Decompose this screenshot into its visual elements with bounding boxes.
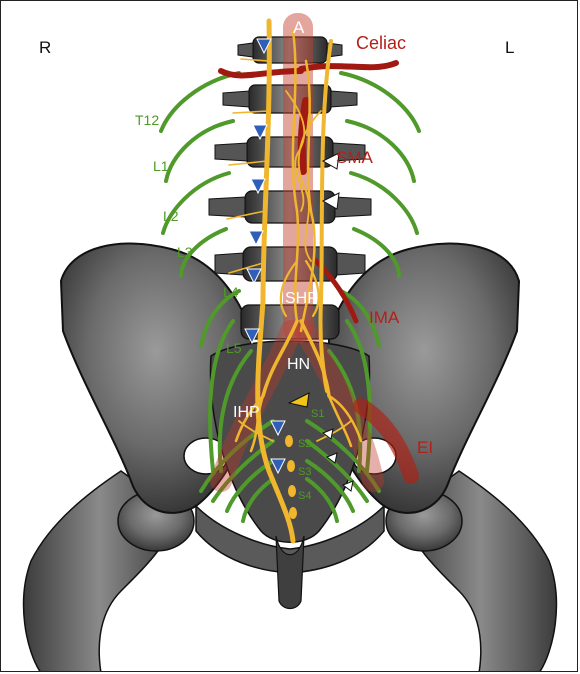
s1-label: S1 [311,408,324,420]
celiac-trunk-left [301,63,396,69]
aorta-label: A [293,18,305,37]
hn-label: HN [287,356,310,373]
ihp-label: IHP [233,404,260,421]
ima-label: IMA [369,308,400,327]
coccyx [276,536,304,609]
l5-label: L5 [226,340,242,356]
right-side-label: R [39,38,51,57]
t12-label: T12 [135,112,159,128]
l2-label: L2 [163,208,179,224]
left-side-label: L [505,38,514,57]
sma-label: SMA [336,148,374,167]
shp-label: SHP [285,290,318,307]
l1-label: L1 [153,158,169,174]
marker-triangle-icon [249,231,263,245]
celiac-label: Celiac [356,33,406,53]
s3-label: S3 [298,466,311,478]
l4-label: L4 [223,284,239,300]
s2-label: S2 [298,438,311,450]
ei-label: EI [417,438,433,457]
s4-label: S4 [298,490,311,502]
l3-label: L3 [177,244,193,260]
